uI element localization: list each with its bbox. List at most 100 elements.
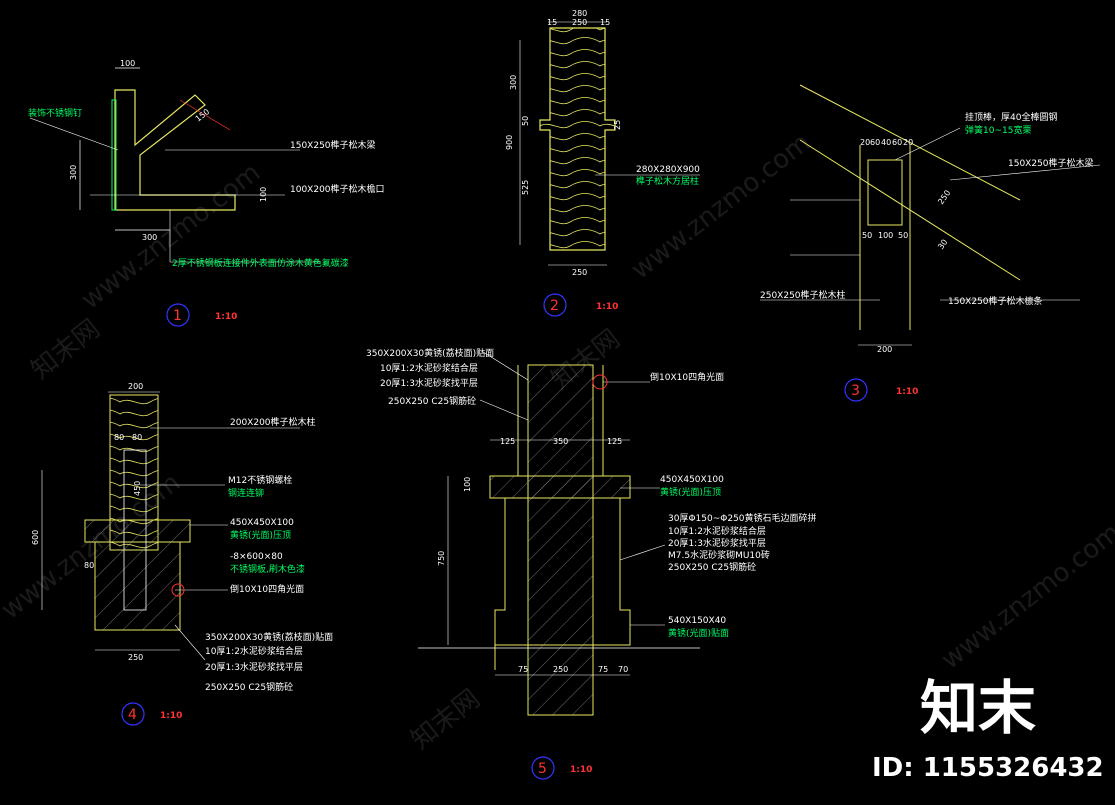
watermark-text: 知末网 xyxy=(406,684,486,756)
dim-text: 30 xyxy=(936,238,949,252)
annotation-label: 30厚Φ150~Φ250黄锈石毛边面碎拼 xyxy=(668,512,817,524)
detail-2: 280 15 250 15 300 50 25 900 525 250 280X… xyxy=(505,9,700,317)
dim-text: 100 xyxy=(463,477,472,492)
dim-text: 70 xyxy=(618,665,628,674)
annotation-label: 10厚1:2水泥砂浆结合层 xyxy=(380,362,478,374)
annotation-label: 250X250 C25钢筋砼 xyxy=(668,561,756,573)
dim-text: 80 xyxy=(132,433,142,442)
detail-number: 5 xyxy=(538,761,547,777)
dim-text: 75 xyxy=(518,665,528,674)
dim-text: 15 xyxy=(600,18,610,27)
dim-text: 600 xyxy=(31,530,40,545)
dim-text: 20 xyxy=(860,138,870,147)
dim-text: 80 xyxy=(114,433,124,442)
dim-text: 50 xyxy=(862,231,872,240)
detail-number-circle xyxy=(121,702,145,726)
dim-text: 125 xyxy=(607,437,622,446)
annotation-label: 200X200榫子松木柱 xyxy=(230,416,316,428)
annotation-label: 150X250榫子松木梁 xyxy=(1008,157,1094,169)
dim-text: 280 xyxy=(572,9,587,18)
annotation-label: 280X280X900 xyxy=(636,165,700,175)
dim-text: 250 xyxy=(936,188,952,206)
annotation-label: 倒10X10四角光面 xyxy=(650,371,724,383)
dim-text: 250 xyxy=(128,653,143,662)
detail-1: 100 150 300 100 300 装饰不锈钢钉 150X250榫子松木梁 … xyxy=(28,59,385,327)
annotation-label: M12不锈钢螺栓 xyxy=(228,474,292,486)
dim-text: 100 xyxy=(878,231,893,240)
annotation-label: 450X450X100 xyxy=(660,475,724,485)
dim-text: 100 xyxy=(120,59,135,68)
dim-text: 50 xyxy=(898,231,908,240)
watermark-text: www.znzmo.com xyxy=(936,518,1115,676)
column-core xyxy=(527,364,594,716)
annotation-label: 倒10X10四角光面 xyxy=(230,583,304,595)
detail-number-circle xyxy=(543,293,567,317)
detail-3: 20 60 40 60 20 250 50 100 50 30 200 挂顶棒，… xyxy=(760,84,1101,402)
annotation-label: 450X450X100 xyxy=(230,518,294,528)
detail-scale: 1:10 xyxy=(570,765,592,775)
dim-text: 50 xyxy=(521,116,530,126)
annotation-label: 20厚1:3水泥砂浆找平层 xyxy=(205,661,303,673)
dim-text: 75 xyxy=(598,665,608,674)
annotation-label: 挂顶棒，厚40全棒圆钢 xyxy=(965,111,1057,123)
dim-text: 250 xyxy=(572,18,587,27)
dim-text: 40 xyxy=(881,138,891,147)
annotation-label: 250X250榫子松木柱 xyxy=(760,289,846,301)
annotation-label: 弹簧10~15宽栗 xyxy=(965,124,1031,136)
detail-number: 3 xyxy=(851,383,860,399)
dim-text: 300 xyxy=(509,75,518,90)
detail-number-circle xyxy=(531,756,555,780)
annotation-label: 20厚1:3水泥砂浆找平层 xyxy=(668,537,766,549)
annotation-label: 350X200X30黄锈(荔枝面)贴面 xyxy=(205,631,333,643)
annotation-label: 250X250 C25钢筋砼 xyxy=(388,395,476,407)
watermark-text: www.znzmo.com xyxy=(76,158,266,316)
annotation-label: 黄锈(光面)压顶 xyxy=(230,529,291,541)
dim-text: 250 xyxy=(572,268,587,277)
dim-text: 80 xyxy=(84,561,94,570)
dim-text: 125 xyxy=(500,437,515,446)
annotation-label: 榫子松木方居柱 xyxy=(636,175,699,187)
dim-text: 15 xyxy=(547,18,557,27)
annotation-label: 350X200X30黄锈(荔枝面)贴面 xyxy=(366,347,494,359)
cap-stone xyxy=(84,519,191,543)
annotation-label: 250X250 C25钢筋砼 xyxy=(205,681,293,693)
detail-scale: 1:10 xyxy=(215,312,237,322)
annotation-label: 钢连连铆 xyxy=(228,487,264,499)
detail-scale: 1:10 xyxy=(160,711,182,721)
dim-text: 350 xyxy=(553,437,568,446)
dim-text: 60 xyxy=(892,138,902,147)
dim-text: 300 xyxy=(69,165,78,180)
watermark-text: www.znzmo.com xyxy=(626,128,816,286)
detail-number: 1 xyxy=(173,308,182,324)
dim-text: 100 xyxy=(259,187,268,202)
annotation-label: 540X150X40 xyxy=(668,616,726,626)
base-block xyxy=(94,541,181,631)
annotation-label: 20厚1:3水泥砂浆找平层 xyxy=(380,377,478,389)
annotation-label: 不锈钢板,刷木色漆 xyxy=(230,563,305,575)
steel-plate xyxy=(123,449,147,611)
detail-number-circle xyxy=(166,303,190,327)
dim-text: 750 xyxy=(437,551,446,566)
dim-text: 900 xyxy=(505,135,514,150)
annotation-label: -8×600×80 xyxy=(230,552,283,562)
annotation-label: 黄锈(光面)贴面 xyxy=(668,627,729,639)
dim-text: 525 xyxy=(521,180,530,195)
dim-text: 450 xyxy=(133,481,142,496)
detail-5: 125 350 125 100 750 75 250 75 70 350X200… xyxy=(366,347,817,780)
base-outline xyxy=(494,498,631,646)
dim-text: 200 xyxy=(877,345,892,354)
column-outline xyxy=(539,27,616,251)
annotation-label: M7.5水泥砂浆砌MU10砖 xyxy=(668,549,770,561)
annotation-label: 100X200榫子松木檐口 xyxy=(290,183,385,195)
cap-stone xyxy=(489,475,631,499)
annotation-label: 10厚1:2水泥砂浆结合层 xyxy=(668,525,766,537)
beam-joint-outline xyxy=(114,89,236,211)
detail-4: 200 80 80 450 600 80 250 200X200榫子松木柱 M1… xyxy=(31,382,333,726)
annotation-label: 2厚不锈钢板连接件外表面仿涂木黄色氟碳漆 xyxy=(172,257,349,269)
annotation-label: 150X250榫子松木梁 xyxy=(290,139,376,151)
dim-text: 60 xyxy=(870,138,880,147)
steel-plate xyxy=(111,99,117,211)
detail-number-circle xyxy=(844,378,868,402)
detail-number: 4 xyxy=(128,707,137,723)
